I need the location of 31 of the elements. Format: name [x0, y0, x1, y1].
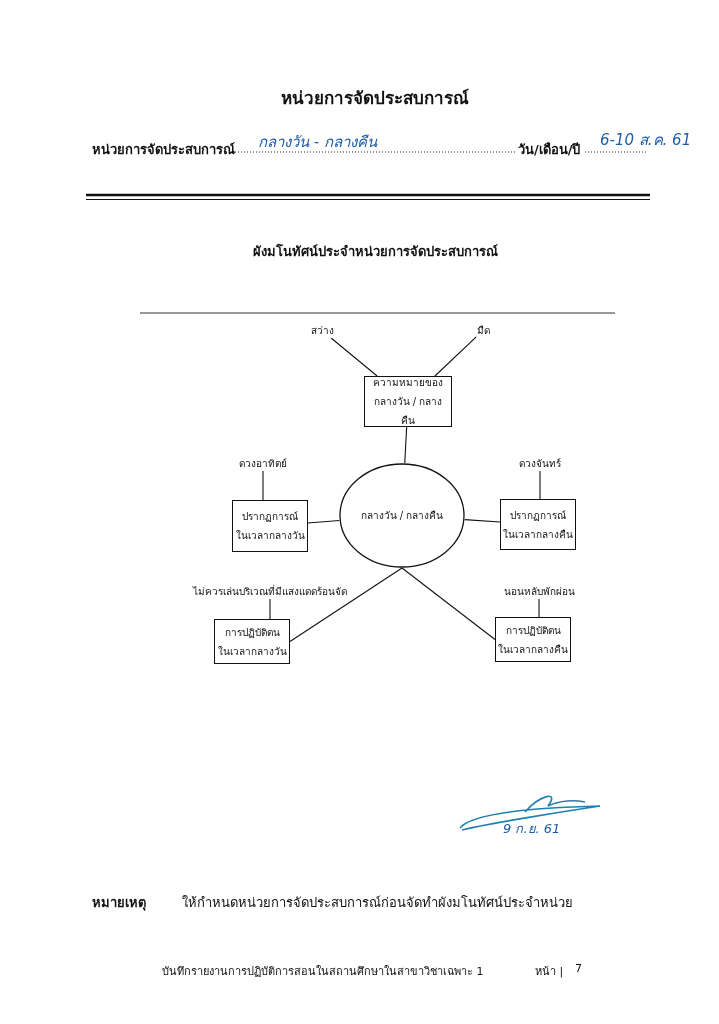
- connector-line: [539, 470, 541, 500]
- connector-line: [464, 519, 501, 523]
- connector-line: [434, 336, 478, 377]
- connector-line: [330, 337, 378, 377]
- concept-box: ปรากฏการณ์ ในเวลากลางวัน: [232, 500, 308, 552]
- central-ellipse: กลางวัน / กลางคืน: [339, 463, 465, 568]
- keyword-label: สว่าง: [310, 323, 334, 338]
- handwritten-date: 9 ก.ย. 61: [503, 820, 561, 838]
- connector-line: [307, 519, 340, 524]
- page-title: หน่วยการจัดประสบการณ์: [281, 87, 469, 110]
- page-number: 7: [575, 962, 582, 975]
- handwritten-entry: กลางวัน - กลางคืน: [258, 132, 377, 153]
- concept-box: ปรากฏการณ์ ในเวลากลางคืน: [500, 499, 576, 550]
- handwritten-entry: 6-10 ส.ค. 61: [600, 130, 692, 151]
- subtitle: ผังมโนทัศน์ประจำหน่วยการจัดประสบการณ์: [252, 243, 498, 261]
- footer-text: บันทึกรายงานการปฏิบัติการสอนในสถานศึกษาในสาขาวิชาเฉพาะ 1: [162, 964, 484, 980]
- connector-line: [269, 598, 271, 620]
- form-label: หน่วยการจัดประสบการณ์: [92, 141, 235, 159]
- concept-box: ความหมายของ กลางวัน / กลางคืน: [364, 376, 452, 427]
- connector-line: [401, 567, 496, 641]
- concept-box: การปฏิบัติตน ในเวลากลางวัน: [214, 619, 290, 664]
- connector-line: [262, 470, 264, 501]
- connector-line: [538, 598, 540, 618]
- form-label: วัน/เดือน/ปี: [518, 141, 581, 159]
- keyword-label: มืด: [476, 323, 490, 338]
- note-label: หมายเหตุ: [92, 894, 146, 913]
- connector-line: [289, 567, 403, 643]
- note-text: ให้กำหนดหน่วยการจัดประสบการณ์ก่อนจัดทำผังมโนทัศน์ประจำหน่วย: [182, 894, 573, 912]
- footer-text: หน้า |: [535, 964, 564, 980]
- concept-box: การปฏิบัติตน ในเวลากลางคืน: [495, 617, 571, 662]
- connector-line: [404, 426, 408, 464]
